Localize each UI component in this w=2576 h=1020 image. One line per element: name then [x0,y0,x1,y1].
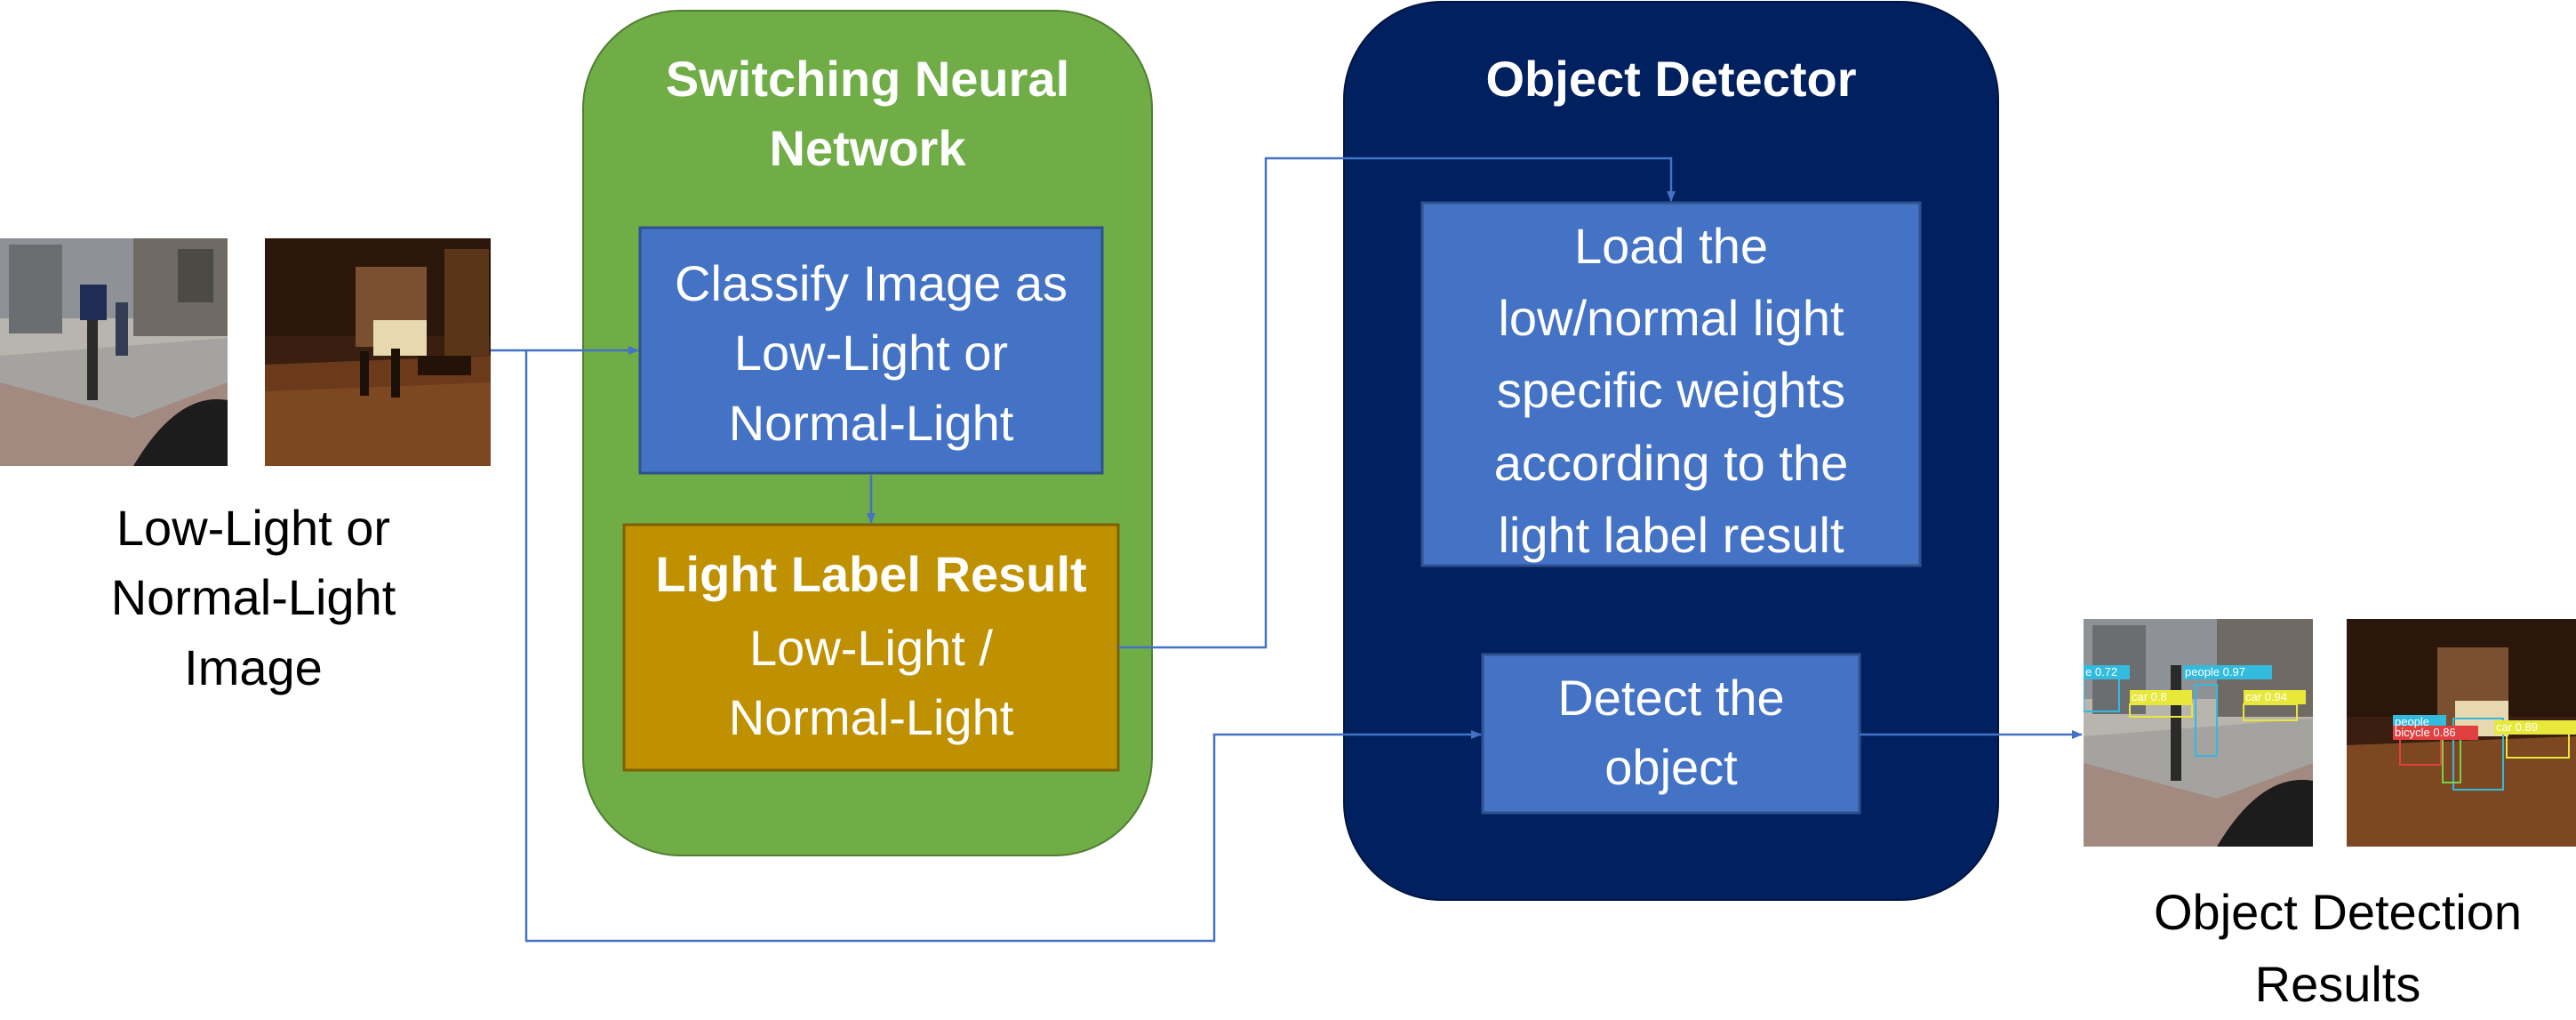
light-label-result-title: Light Label Result [655,546,1087,602]
det-tag-day-2: car 0.8 [2132,690,2167,703]
input-image-label: Low-Light or Normal-Light Image [110,500,396,695]
detect-object-text: Detect the object [1557,670,1785,796]
switching-network-title: Switching Neural Network [665,51,1070,177]
day-detection-photo: e 0.72 people 0.97 car 0.8 car 0.94 [2084,619,2313,847]
det-tag-day-3: car 0.94 [2245,690,2287,703]
load-weights-box [1420,201,1922,567]
det-tag-day-1: people 0.97 [2185,665,2245,679]
load-weights-text: Load the low/normal light specific weigh… [1493,218,1849,563]
det-tag-night-1: bicycle 0.86 [2395,726,2456,739]
night-street-photo [265,238,491,466]
day-street-photo [0,238,228,466]
arrow-result-to-load [1118,157,1676,649]
det-tag-day-0: e 0.72 [2085,665,2117,679]
night-detection-photo: people bicycle 0.86 car 0.89 [2347,619,2576,847]
object-detector-title: Object Detector [1485,51,1857,107]
detect-object-box [1481,653,1861,815]
det-tag-night-0: people [2395,715,2429,728]
detection-results-label: Object Detection Results [2154,884,2522,1013]
classify-box-text: Classify Image as Low-Light or Normal-Li… [675,255,1068,451]
light-label-result-text: Low-Light / Normal-Light [728,620,1014,746]
classify-box [638,226,1104,475]
arrow-input-to-detect [524,350,1482,943]
det-tag-night-2: car 0.89 [2496,720,2538,734]
